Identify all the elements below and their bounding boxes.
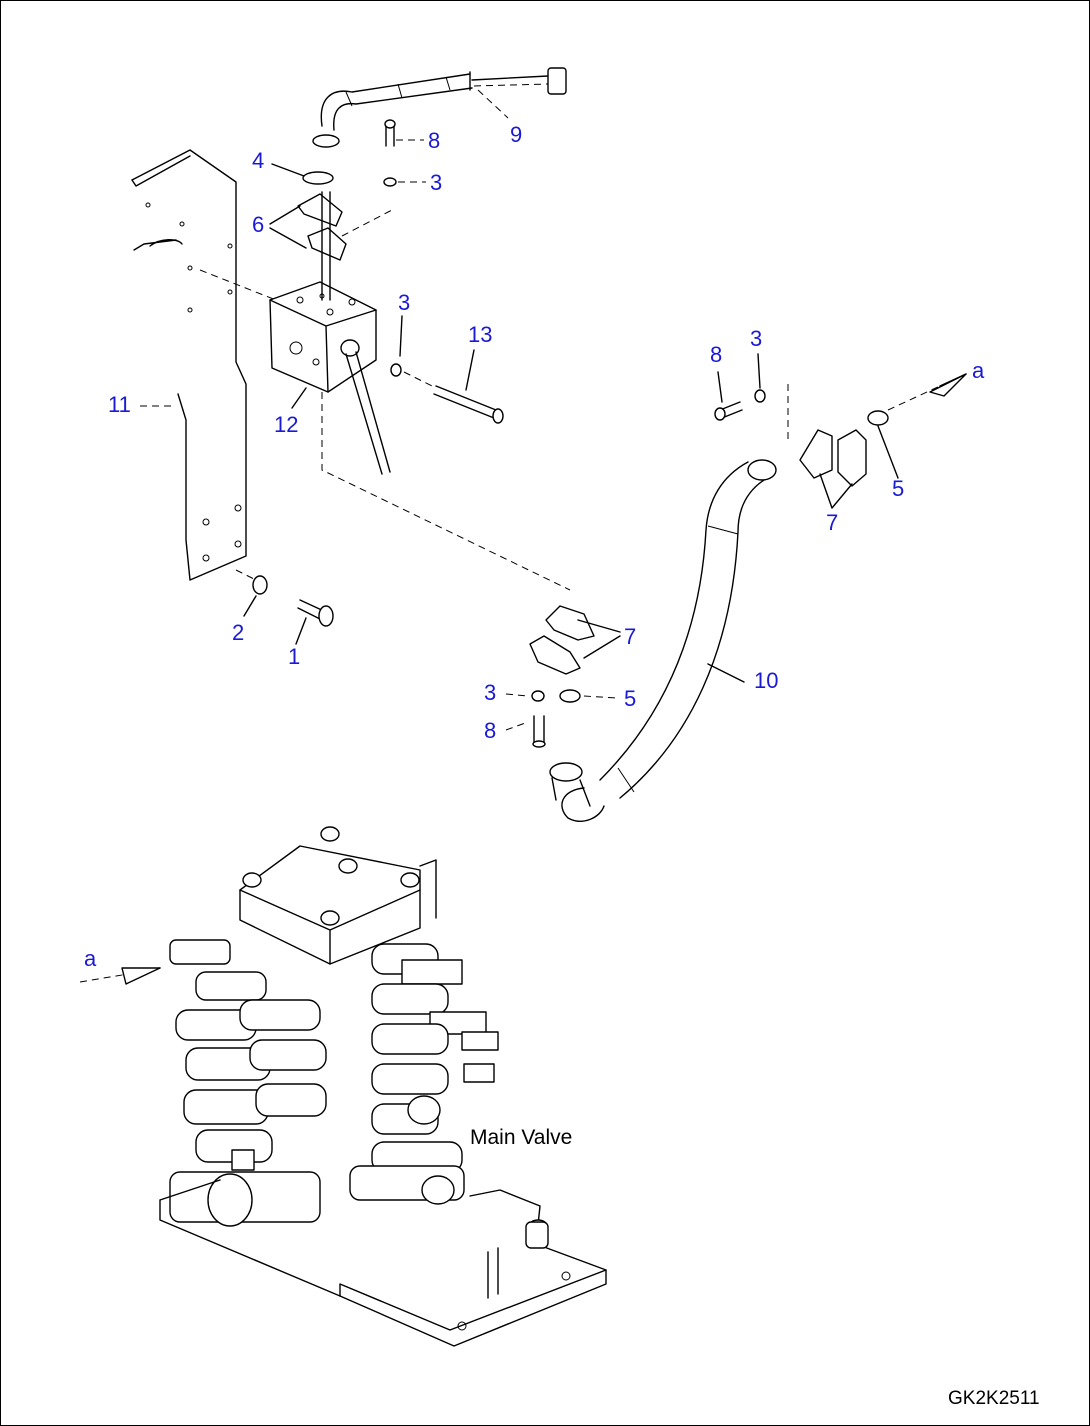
bolt-1-washer-2	[235, 569, 334, 627]
callout-4: 4	[252, 148, 264, 173]
callout-7-right: 7	[826, 510, 838, 535]
callout-13: 13	[468, 322, 492, 347]
arrow-label-a-bottom: a	[84, 946, 97, 971]
callout-5-center: 5	[624, 686, 636, 711]
callout-8-center: 8	[484, 718, 496, 743]
callout-10: 10	[754, 668, 778, 693]
leader-lines	[140, 89, 899, 731]
clamp-7-right	[714, 373, 967, 487]
callout-3-center: 3	[484, 680, 496, 705]
arrow-label-a-top: a	[972, 358, 985, 383]
main-valve-label: Main Valve	[470, 1126, 572, 1149]
hose-9	[312, 67, 567, 148]
callout-8-right: 8	[710, 342, 722, 367]
hose-10	[549, 459, 777, 822]
callout-5-right: 5	[892, 476, 904, 501]
main-valve	[79, 826, 607, 1347]
top-fittings	[297, 119, 397, 301]
callout-6: 6	[252, 212, 264, 237]
callout-9: 9	[510, 122, 522, 147]
callout-7-center: 7	[624, 624, 636, 649]
callout-12: 12	[274, 412, 298, 437]
callout-3-right: 3	[750, 326, 762, 351]
callout-8-top: 8	[428, 128, 440, 153]
bracket-11	[131, 149, 277, 581]
callout-3-block: 3	[398, 290, 410, 315]
valve-block-12	[269, 281, 571, 591]
clamp-7-center	[529, 605, 595, 748]
bolt-13	[390, 363, 504, 424]
drawing-code: GK2K2511	[948, 1388, 1040, 1409]
callout-3-top: 3	[430, 170, 442, 195]
callout-numbers: 9 8 3 4 6 3 13 11 12 2 1 7 3 5 8 10 8 3 …	[84, 122, 985, 971]
callout-2: 2	[232, 620, 244, 645]
callout-1: 1	[288, 644, 300, 669]
callout-11: 11	[108, 392, 131, 417]
